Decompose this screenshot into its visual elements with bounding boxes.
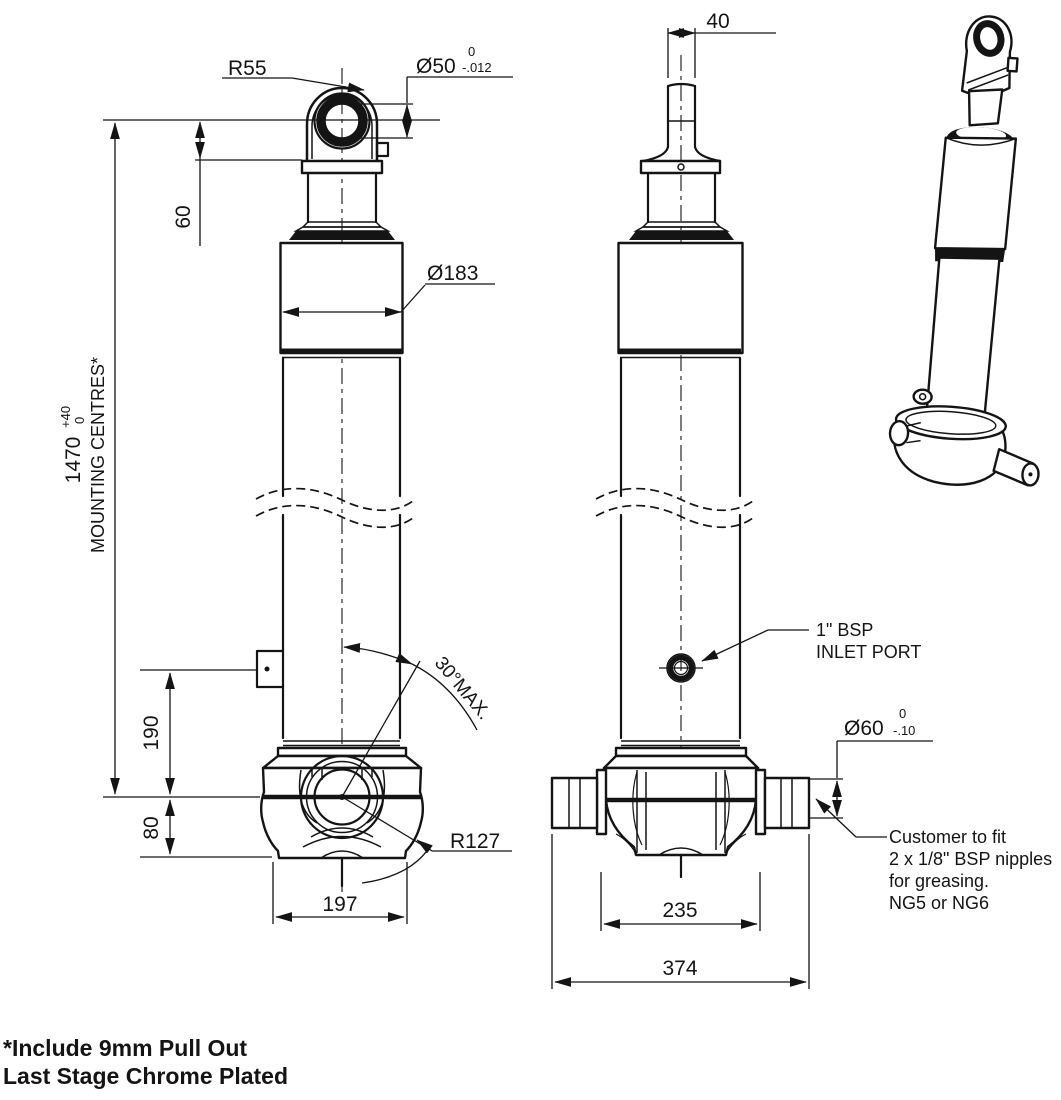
eye-side-clip xyxy=(375,141,390,158)
trunnion-pin-left xyxy=(550,776,599,830)
front-rod-and-barrel xyxy=(255,171,414,740)
dim-1470-tol-lower: 0 xyxy=(72,417,87,424)
iso-barrel xyxy=(933,136,1018,262)
note-grease-line3: for greasing. xyxy=(889,871,989,891)
side-view: 40 1" BSP INLET PORT Ø60 0 -.10 Customer… xyxy=(550,10,1052,989)
label-inlet-port-line1: 1" BSP xyxy=(816,620,873,640)
note-grease-line2: 2 x 1/8" BSP nipples xyxy=(889,849,1052,869)
side-base-casting xyxy=(550,740,811,879)
label-swing-angle: 30°MAX. xyxy=(430,653,494,724)
label-r55: R55 xyxy=(228,57,267,80)
break-line xyxy=(595,487,754,512)
dim-1470-tol-upper: +40 xyxy=(58,406,73,428)
note-grease-line1: Customer to fit xyxy=(889,827,1006,847)
label-mounting-centres: MOUNTING CENTRES* xyxy=(88,357,108,553)
gland-seal-band xyxy=(289,231,395,240)
label-inlet-port-line2: INLET PORT xyxy=(816,642,921,662)
barrel-top-stage xyxy=(279,241,404,355)
iso-rod xyxy=(967,88,1004,127)
label-r127: R127 xyxy=(450,830,500,853)
ball-socket-outer xyxy=(299,754,385,840)
side-barrel-top-stage xyxy=(617,241,744,355)
iso-tube xyxy=(924,256,1001,421)
dim-dia60: Ø60 xyxy=(844,717,884,740)
dim-40: 40 xyxy=(706,10,729,33)
side-dimensions: 40 1" BSP INLET PORT Ø60 0 -.10 Customer… xyxy=(551,10,1052,989)
iso-base xyxy=(888,388,1040,487)
side-tab-hole xyxy=(264,666,270,672)
inlet-port xyxy=(659,653,703,683)
isometric-view xyxy=(888,15,1040,487)
footnote-pull-out: *Include 9mm Pull Out xyxy=(3,1035,247,1061)
dim-dia50-tol-lower: -.012 xyxy=(462,60,492,75)
dim-235: 235 xyxy=(662,899,697,922)
footnote-chrome: Last Stage Chrome Plated xyxy=(3,1063,288,1089)
dim-1470: 1470 xyxy=(62,437,85,484)
side-eye-flange xyxy=(639,159,722,175)
side-tab xyxy=(255,649,285,689)
ball-socket-inner xyxy=(313,768,371,826)
dim-374: 374 xyxy=(662,957,697,980)
side-rod-and-barrel xyxy=(595,171,754,740)
footnotes: *Include 9mm Pull Out Last Stage Chrome … xyxy=(3,1035,288,1089)
eye-flange xyxy=(300,159,384,175)
trunnion-pin-right xyxy=(763,776,811,830)
front-view: R55 Ø50 0 -.012 60 Ø183 1470 +40 xyxy=(58,44,513,924)
dim-dia50-tol-upper: 0 xyxy=(468,44,475,59)
dim-80: 80 xyxy=(140,816,163,839)
side-eye xyxy=(639,82,722,175)
iso-eye xyxy=(960,15,1019,97)
iso-port-stub xyxy=(888,419,910,447)
break-line xyxy=(595,504,754,529)
iso-eye-bore xyxy=(973,20,1005,57)
dim-60: 60 xyxy=(172,205,195,228)
break-line xyxy=(255,487,414,512)
front-base-casting xyxy=(260,740,424,888)
eye-bush-ring xyxy=(316,95,368,147)
dim-dia60-tol-lower: -.10 xyxy=(893,723,915,738)
dim-190: 190 xyxy=(140,715,163,750)
dim-dia50: Ø50 xyxy=(416,55,456,78)
dim-dia183: Ø183 xyxy=(427,262,478,285)
dim-197: 197 xyxy=(322,893,357,916)
dim-dia60-tol-upper: 0 xyxy=(899,706,906,721)
clevis-eye xyxy=(300,86,390,175)
gland-seal-band xyxy=(629,231,734,240)
break-line xyxy=(255,504,414,529)
note-grease-line4: NG5 or NG6 xyxy=(889,893,989,913)
iso-nipple-boss xyxy=(912,388,933,405)
